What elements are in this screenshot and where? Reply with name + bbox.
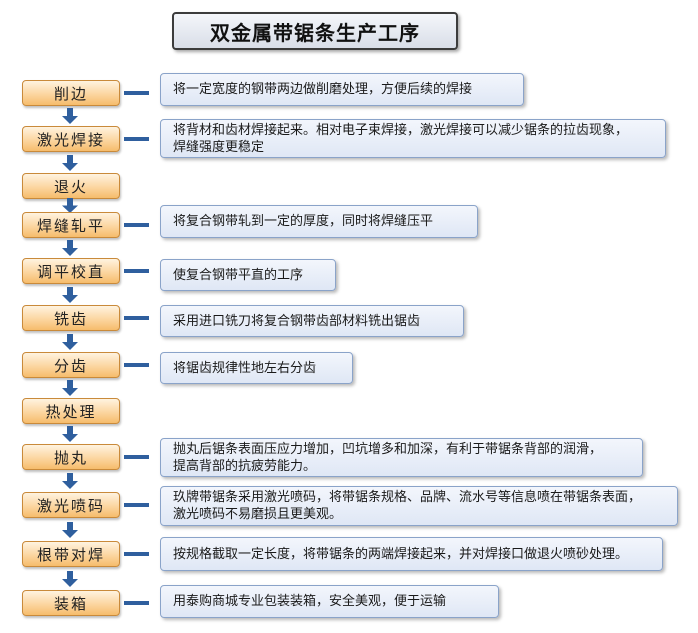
process-step: 铣齿 — [22, 305, 120, 331]
step-connector — [124, 552, 149, 556]
step-connector — [124, 363, 149, 367]
process-step: 热处理 — [22, 398, 120, 424]
process-step: 调平校直 — [22, 258, 120, 284]
step-description-text: 抛丸后锯条表面压应力增加，凹坑增多和加深，有利于带锯条背部的润滑， 提高背部的抗… — [173, 441, 603, 474]
step-description-text: 用泰购商城专业包装装箱，安全美观，便于运输 — [173, 594, 447, 609]
step-connector — [124, 223, 149, 227]
step-connector — [124, 455, 149, 459]
step-description: 将一定宽度的钢带两边做削磨处理，方便后续的焊接 — [160, 73, 524, 106]
down-arrow-icon — [62, 286, 78, 303]
down-arrow-icon — [62, 198, 78, 213]
step-description: 采用进口铣刀将复合钢带齿部材料铣出锯齿 — [160, 305, 464, 337]
process-step: 削边 — [22, 80, 120, 106]
step-description-text: 将锯齿规律性地左右分齿 — [173, 360, 317, 376]
step-connector — [124, 269, 149, 273]
process-step: 装箱 — [22, 590, 120, 616]
step-description: 将背材和齿材焊接起来。相对电子束焊接，激光焊接可以减少锯条的拉齿现象， 焊缝强度… — [160, 119, 666, 158]
step-description: 将复合钢带轧到一定的厚度，同时将焊缝压平 — [160, 205, 478, 238]
process-step: 分齿 — [22, 352, 120, 378]
process-step: 根带对焊 — [22, 541, 120, 567]
process-step: 激光喷码 — [22, 492, 120, 518]
step-description-text: 按规格截取一定长度，将带锯条的两端焊接起来，并对焊接口做退火喷砂处理。 — [173, 546, 629, 562]
step-description: 抛丸后锯条表面压应力增加，凹坑增多和加深，有利于带锯条背部的润滑， 提高背部的抗… — [160, 438, 643, 477]
step-description-text: 将一定宽度的钢带两边做削磨处理，方便后续的焊接 — [173, 82, 473, 97]
step-connector — [124, 601, 149, 605]
process-step: 激光焊接 — [22, 126, 120, 152]
down-arrow-icon — [62, 380, 78, 396]
down-arrow-icon — [62, 426, 78, 442]
step-description: 玖牌带锯条采用激光喷码，将带锯条规格、品牌、流水号等信息喷在带锯条表面， 激光喷… — [160, 486, 678, 526]
process-step: 退火 — [22, 173, 120, 199]
down-arrow-icon — [62, 333, 78, 350]
step-description-text: 玖牌带锯条采用激光喷码，将带锯条规格、品牌、流水号等信息喷在带锯条表面， 激光喷… — [173, 490, 642, 522]
process-step: 焊缝轧平 — [22, 212, 120, 238]
down-arrow-icon — [62, 473, 78, 489]
down-arrow-icon — [62, 108, 78, 124]
down-arrow-icon — [62, 521, 78, 538]
step-connector — [124, 137, 149, 141]
step-description: 用泰购商城专业包装装箱，安全美观，便于运输 — [160, 585, 499, 618]
step-description-text: 使复合钢带平直的工序 — [173, 267, 304, 283]
step-description-text: 将背材和齿材焊接起来。相对电子束焊接，激光焊接可以减少锯条的拉齿现象， 焊缝强度… — [173, 122, 629, 155]
down-arrow-icon — [62, 570, 78, 587]
step-description: 按规格截取一定长度，将带锯条的两端焊接起来，并对焊接口做退火喷砂处理。 — [160, 537, 663, 571]
step-description: 将锯齿规律性地左右分齿 — [160, 352, 353, 384]
down-arrow-icon — [62, 154, 78, 171]
step-connector — [124, 91, 149, 95]
diagram-title: 双金属带锯条生产工序 — [172, 12, 458, 50]
step-description-text: 采用进口铣刀将复合钢带齿部材料铣出锯齿 — [173, 313, 421, 329]
step-description: 使复合钢带平直的工序 — [160, 259, 336, 291]
step-connector — [124, 503, 149, 507]
down-arrow-icon — [62, 240, 78, 256]
step-connector — [124, 316, 149, 320]
process-step: 抛丸 — [22, 444, 120, 470]
step-description-text: 将复合钢带轧到一定的厚度，同时将焊缝压平 — [173, 214, 434, 229]
